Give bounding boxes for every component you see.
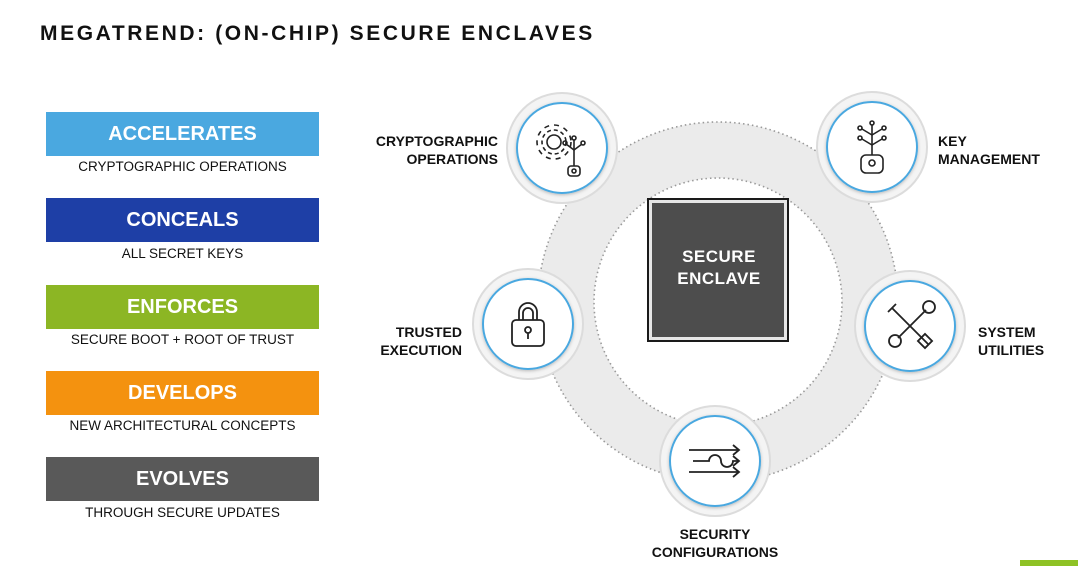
- key-management-label: KEY MANAGEMENT: [938, 132, 1068, 168]
- pillar-enforces: ENFORCES: [46, 285, 319, 329]
- pillar-develops-subtitle: NEW ARCHITECTURAL CONCEPTS: [69, 418, 296, 433]
- wrench-screwdriver-icon: [887, 300, 936, 350]
- pillar-develops: DEVELOPS: [46, 371, 319, 415]
- security-configurations-label-line1: SECURITY: [679, 526, 751, 542]
- secure-enclave-label: SECURE ENCLAVE: [650, 246, 788, 290]
- page-title: MEGATREND: (ON-CHIP) SECURE ENCLAVES: [40, 22, 595, 45]
- system-utilities-node: [854, 270, 966, 382]
- pillar-conceals-subtitle: ALL SECRET KEYS: [121, 246, 244, 261]
- pillar-enforces-subtitle: SECURE BOOT + ROOT OF TRUST: [70, 332, 295, 347]
- gear-and-key-icon: [536, 124, 586, 177]
- pillar-evolves: EVOLVES: [46, 457, 319, 501]
- pillar-conceals: CONCEALS: [46, 198, 319, 242]
- trusted-execution-label-line2: EXECUTION: [380, 342, 462, 358]
- pillar-evolves-subtitle: THROUGH SECURE UPDATES: [85, 505, 280, 520]
- pillar-accelerates-subtitle: CRYPTOGRAPHIC OPERATIONS: [78, 159, 287, 174]
- trusted-execution-label-line1: TRUSTED: [395, 324, 462, 340]
- system-utilities-label-line2: UTILITIES: [978, 342, 1045, 358]
- padlock-icon: [511, 302, 545, 347]
- secure-enclave-label-line1: SECURE: [682, 247, 756, 266]
- crypto-label-line1: CRYPTOGRAPHIC: [375, 133, 498, 149]
- key-management-node: [816, 91, 928, 203]
- cryptographic-operations-node: [506, 92, 618, 204]
- crossing-arrows-icon: [689, 444, 741, 478]
- trusted-execution-node: [472, 268, 584, 380]
- trusted-execution-label: TRUSTED EXECUTION: [350, 323, 462, 359]
- corner-accent: [1020, 560, 1078, 566]
- secure-enclave-label-line2: ENCLAVE: [677, 269, 761, 288]
- key-icon: [857, 120, 887, 174]
- security-configurations-label: SECURITY CONFIGURATIONS: [630, 525, 800, 561]
- crypto-label: CRYPTOGRAPHIC OPERATIONS: [350, 132, 498, 168]
- key-management-label-line2: MANAGEMENT: [938, 151, 1040, 167]
- security-configurations-label-line2: CONFIGURATIONS: [651, 544, 779, 560]
- system-utilities-label-line1: SYSTEM: [978, 324, 1036, 340]
- security-configurations-node: [659, 405, 771, 517]
- crypto-label-line2: OPERATIONS: [406, 151, 498, 167]
- key-management-label-line1: KEY: [938, 133, 967, 149]
- system-utilities-label: SYSTEM UTILITIES: [978, 323, 1068, 359]
- pillar-accelerates: ACCELERATES: [46, 112, 319, 156]
- secure-enclave-chip: [647, 198, 789, 342]
